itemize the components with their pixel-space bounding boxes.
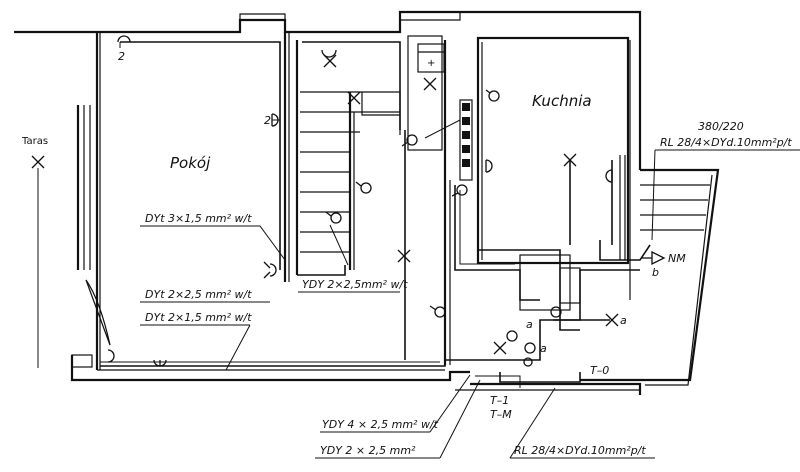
socket-pokoj-right — [271, 113, 279, 127]
cable-label-dyt-3x15: DYt 3×1,5 mm² w/t — [145, 212, 252, 225]
cable-label-ydy-2x25: YDY 2 × 2,5 mm² — [320, 444, 416, 457]
cable-label-rl-top: RL 28/4×DYd.10mm²p/t — [660, 136, 792, 149]
label-two-right: 2 — [264, 114, 271, 127]
socket-hall-3 — [429, 305, 446, 318]
building-walls — [14, 10, 720, 395]
light-outlet-kitchen-a — [493, 341, 507, 355]
socket-kitchen-1 — [485, 89, 500, 102]
light-outlet-stair-mid — [347, 91, 361, 105]
socket-pokoj-low — [263, 261, 277, 279]
socket-stair-1 — [355, 181, 372, 194]
socket-right-a — [550, 306, 562, 318]
leader-lines — [140, 119, 800, 459]
socket-kitchen-a1 — [506, 330, 518, 342]
socket-pokoj-left — [107, 349, 115, 363]
label-two-top: 2 — [118, 50, 125, 63]
panel-label-t1: T–1 — [490, 394, 509, 407]
room-label-kuchnia: Kuchnia — [532, 92, 592, 110]
panel-label-tm: T–M — [490, 408, 512, 421]
label-a-low: a — [540, 342, 547, 355]
socket-kitchen-2 — [485, 159, 493, 173]
distribution-board: + — [407, 35, 473, 181]
socket-kitchen-a2 — [524, 342, 536, 354]
socket-kitchen-right — [605, 169, 613, 183]
socket-pokoj-bottom — [153, 359, 167, 367]
light-outlet-hall-low — [397, 249, 411, 263]
light-outlet-taras — [31, 155, 45, 368]
voltage-label: 380/220 — [698, 120, 744, 133]
label-a-right: a — [620, 314, 627, 327]
light-outlet-hall — [423, 77, 437, 91]
light-outlet-kitchen — [563, 153, 577, 167]
socket-kitchen-lower — [523, 357, 533, 367]
room-label-pokoj: Pokój — [170, 154, 211, 172]
cable-label-dyt-2x15: DYt 2×1,5 mm² w/t — [145, 311, 252, 324]
cable-label-rl-bottom: RL 28/4×DYd.10mm²p/t — [514, 444, 646, 457]
board-plus: + — [427, 58, 435, 69]
socket-hall-1 — [401, 134, 418, 147]
meter-arrow — [642, 250, 666, 266]
socket-pokoj-top — [117, 35, 131, 43]
socket-stair-top — [321, 49, 337, 58]
light-outlet-right-a — [605, 313, 619, 327]
socket-stair-2 — [325, 211, 342, 224]
room-label-taras: Taras — [21, 136, 48, 147]
cable-label-dyt-2x25: DYt 2×2,5 mm² w/t — [145, 288, 252, 301]
meter-label-nm: NM — [668, 252, 686, 265]
cable-label-ydy-4x25: YDY 4 × 2,5 mm² w/t — [322, 418, 439, 431]
electrical-symbols — [31, 35, 666, 368]
cable-label-ydy-stair: YDY 2×2,5mm² w/t — [302, 278, 408, 291]
socket-hall-2 — [451, 184, 468, 197]
label-a-mid: a — [526, 318, 533, 331]
panel-label-t0: T–0 — [590, 364, 609, 377]
wiring — [100, 41, 651, 388]
label-b: b — [652, 266, 659, 279]
